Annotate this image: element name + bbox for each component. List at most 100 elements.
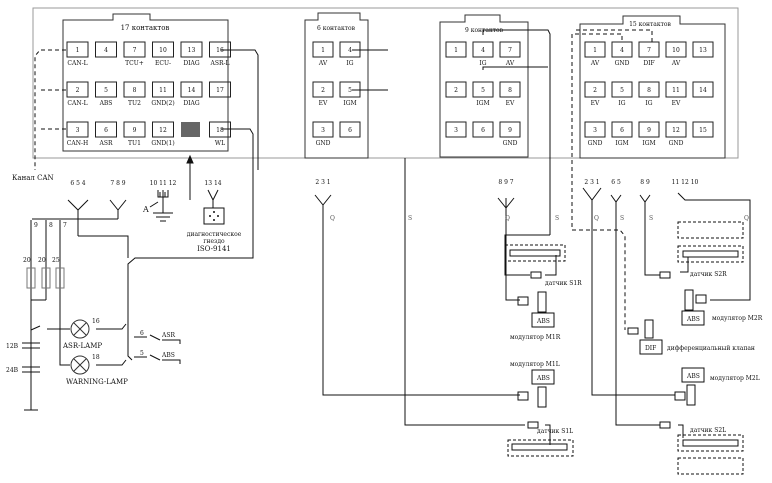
c17-pin-10 <box>152 41 174 58</box>
pin-number: 4 <box>348 47 352 54</box>
svg-text:6 5 4: 6 5 4 <box>70 180 85 187</box>
pin-number: 9 <box>647 127 651 134</box>
pin-number: 5 <box>481 87 485 94</box>
c6-pin-1 <box>312 41 334 58</box>
pin-number: 14 <box>188 87 196 94</box>
lamps <box>70 319 90 375</box>
pin-label: AV <box>590 60 600 67</box>
svg-text:Q: Q <box>330 215 335 222</box>
c9-pin-8 <box>499 81 521 98</box>
c17-pin-6 <box>95 121 117 138</box>
pin-number: 6 <box>104 127 108 134</box>
svg-text:11 12 10: 11 12 10 <box>672 179 699 186</box>
pin-label: ASR-L <box>210 60 230 67</box>
ground-symbol <box>153 190 173 222</box>
svg-text:ASR: ASR <box>161 332 175 339</box>
c17-pin-5 <box>95 81 117 98</box>
pin-number: 10 <box>672 47 680 54</box>
svg-text:ASR-LAMP: ASR-LAMP <box>62 342 102 350</box>
c6-pin-3 <box>312 121 334 138</box>
c15-pin-10 <box>665 41 687 58</box>
diag-socket-icon <box>209 211 219 221</box>
svg-text:6 5: 6 5 <box>611 179 621 186</box>
pin-number: 12 <box>672 127 680 134</box>
c15-pin-11 <box>665 81 687 98</box>
pin-number: 6 <box>348 127 352 134</box>
svg-text:2 3 1: 2 3 1 <box>584 179 599 186</box>
pin-label: IG <box>645 100 652 107</box>
c9-pin-4 <box>472 41 494 58</box>
pin-number: 6 <box>481 127 485 134</box>
pin-number: 3 <box>454 127 458 134</box>
pin-number: 8 <box>508 87 512 94</box>
svg-text:7: 7 <box>63 222 67 229</box>
svg-text:10 11 12: 10 11 12 <box>150 180 177 187</box>
pin-number: 6 <box>620 127 624 134</box>
pin-number: 4 <box>104 47 108 54</box>
pin16-wire <box>221 49 259 170</box>
pin-number: 3 <box>321 127 325 134</box>
c15-pin-13 <box>692 41 714 58</box>
pin-number: 1 <box>76 47 80 54</box>
c9-pin-3 <box>445 121 467 138</box>
pin-number: 13 <box>188 47 196 54</box>
pin-number: 3 <box>593 127 597 134</box>
pin18-wire <box>127 128 254 355</box>
c17-pin-8 <box>123 81 146 98</box>
svg-text:модулятор M2L: модулятор M2L <box>710 375 760 382</box>
pin-label: TU1 <box>128 140 141 147</box>
c9-pin-6 <box>472 121 494 138</box>
can-wire-1 <box>34 49 66 170</box>
svg-text:датчик S2R: датчик S2R <box>690 271 727 278</box>
svg-text:S: S <box>620 215 624 222</box>
svg-text:9: 9 <box>34 222 38 229</box>
pin-label: EV <box>319 100 328 107</box>
svg-text:7 8 9: 7 8 9 <box>110 180 125 187</box>
svg-text:16: 16 <box>92 318 100 325</box>
svg-text:5: 5 <box>140 350 144 357</box>
pin-number: 4 <box>620 47 624 54</box>
c9-pin-1 <box>445 41 467 58</box>
pin-number: 11 <box>159 87 167 94</box>
c17-pin-3 <box>66 121 89 138</box>
svg-text:диагностическое: диагностическое <box>187 231 242 238</box>
svg-text:ABS: ABS <box>686 373 700 380</box>
svg-text:20: 20 <box>38 257 46 264</box>
c17-pin-12 <box>152 121 174 138</box>
pin-number: 4 <box>481 47 485 54</box>
svg-text:WARNING-LAMP: WARNING-LAMP <box>66 378 128 386</box>
pin-label: TU2 <box>128 100 141 107</box>
pin-number: 2 <box>454 87 458 94</box>
pin-label: IG <box>618 100 625 107</box>
c9-pin4-wire <box>482 29 551 235</box>
c15-dif-wire <box>571 33 626 330</box>
y-splice-654 <box>67 199 89 236</box>
pin-label: IGM <box>615 140 628 147</box>
pin-number: 2 <box>321 87 325 94</box>
svg-text:ABS: ABS <box>686 316 700 323</box>
svg-text:датчик S1L: датчик S1L <box>537 428 573 435</box>
pin-number: 5 <box>104 87 108 94</box>
svg-text:18: 18 <box>92 354 100 361</box>
c15-pin-7 <box>638 41 660 58</box>
c9-pin-7 <box>499 41 521 58</box>
svg-text:S: S <box>555 215 559 222</box>
connector-6-title: 6 контактов <box>317 25 356 32</box>
pin-number: 1 <box>454 47 458 54</box>
svg-text:DIF: DIF <box>645 345 656 352</box>
c15-pin-8 <box>638 81 660 98</box>
svg-text:8 9 7: 8 9 7 <box>498 179 513 186</box>
c9-pin-2 <box>445 81 467 98</box>
pin-label: CAN-L <box>67 60 87 67</box>
svg-text:ABS: ABS <box>536 318 550 325</box>
connector-17-housing <box>62 13 229 152</box>
svg-text:датчик S1R: датчик S1R <box>545 280 582 287</box>
pin-number: 7 <box>508 47 512 54</box>
y-splice-789 <box>109 199 127 219</box>
q-left-wire <box>314 194 520 396</box>
pin-label: IGM <box>476 100 489 107</box>
pin-label: GND(2) <box>151 100 174 107</box>
fuse-icon <box>41 267 51 289</box>
